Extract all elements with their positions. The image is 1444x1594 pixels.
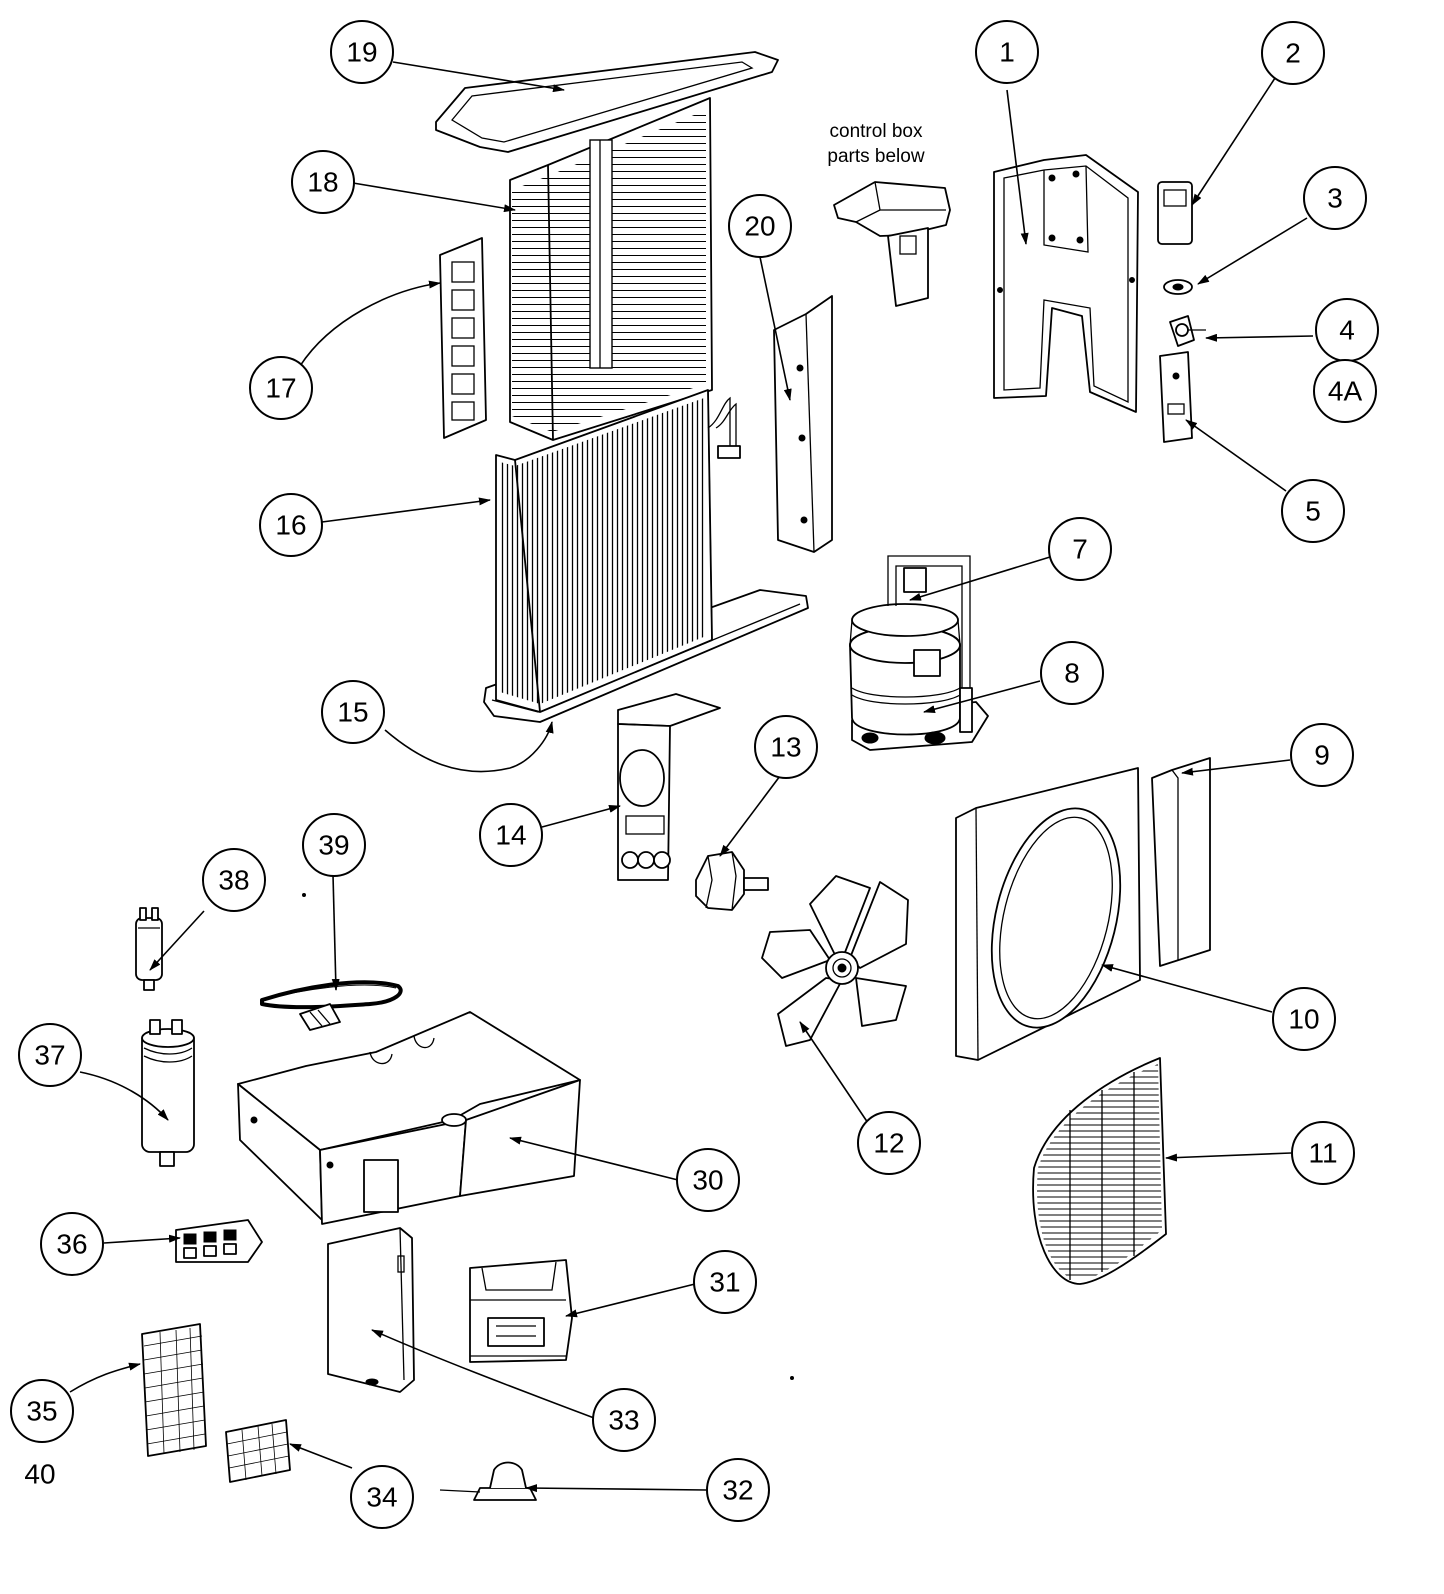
compressor-part [849, 555, 989, 751]
callout-9: 9 [1290, 723, 1354, 787]
callout-15: 15 [321, 680, 385, 744]
svg-text:16: 16 [275, 510, 306, 541]
callout-34: 34 [350, 1465, 414, 1529]
callout-11: 11 [1291, 1121, 1355, 1185]
mounting-bracket-part [327, 1227, 415, 1393]
callout-35: 35 [10, 1379, 74, 1443]
svg-text:2: 2 [1285, 38, 1301, 69]
svg-text:30: 30 [692, 1165, 723, 1196]
callout-36: 36 [40, 1212, 104, 1276]
callout-4a: 4A [1313, 359, 1377, 423]
control-tray-part [237, 1011, 581, 1225]
svg-text:10: 10 [1288, 1004, 1319, 1035]
callout-5: 5 [1281, 479, 1345, 543]
svg-text:38: 38 [218, 865, 249, 896]
svg-text:35: 35 [26, 1396, 57, 1427]
callout-37: 37 [18, 1023, 82, 1087]
callout-3: 3 [1303, 166, 1367, 230]
large-capacitor-part [141, 1019, 195, 1167]
terminal-strip-part [141, 1323, 207, 1457]
svg-text:9: 9 [1314, 740, 1330, 771]
svg-text:5: 5 [1305, 496, 1321, 527]
svg-text:37: 37 [34, 1040, 65, 1071]
side-plate-part [1151, 757, 1211, 967]
callout-16: 16 [259, 493, 323, 557]
gasket-part [1163, 279, 1193, 295]
callout-8: 8 [1040, 641, 1104, 705]
callout-4: 4 [1315, 298, 1379, 362]
svg-text:34: 34 [366, 1482, 397, 1513]
terminal-block-part [175, 1219, 263, 1263]
callout-12: 12 [857, 1111, 921, 1175]
svg-text:14: 14 [495, 820, 526, 851]
wire-harness-part [260, 980, 403, 1031]
svg-text:33: 33 [608, 1405, 639, 1436]
callout-14: 14 [479, 803, 543, 867]
svg-text:20: 20 [744, 211, 775, 242]
svg-text:32: 32 [722, 1475, 753, 1506]
note-line-1: control box [830, 121, 923, 142]
svg-text:11: 11 [1308, 1138, 1337, 1169]
switch-part [1157, 181, 1193, 245]
speck-mark [790, 1376, 794, 1380]
condenser-coil-part [483, 389, 809, 723]
note-line-2: parts below [827, 146, 924, 167]
label-40: 40 [24, 1459, 55, 1490]
svg-text:19: 19 [346, 37, 377, 68]
callout-30: 30 [676, 1148, 740, 1212]
callout-1: 1 [975, 20, 1039, 84]
svg-text:3: 3 [1327, 183, 1343, 214]
callout-13: 13 [754, 715, 818, 779]
svg-text:15: 15 [337, 697, 368, 728]
thermostat-sensor-part [439, 1461, 537, 1501]
callout-20: 20 [728, 194, 792, 258]
corner-post-part [773, 295, 833, 553]
svg-text:17: 17 [265, 373, 296, 404]
top-cover-part [435, 51, 779, 153]
svg-text:7: 7 [1072, 534, 1088, 565]
svg-text:4: 4 [1339, 315, 1355, 346]
louvered-panel-part [509, 97, 713, 441]
svg-text:4A: 4A [1328, 376, 1363, 407]
callout-18: 18 [291, 150, 355, 214]
callout-19: 19 [330, 20, 394, 84]
svg-text:31: 31 [709, 1267, 740, 1298]
leader-lines [69, 61, 1314, 1493]
svg-text:1: 1 [999, 37, 1015, 68]
fan-motor-part [695, 851, 769, 911]
svg-text:8: 8 [1064, 658, 1080, 689]
motor-mount-part [617, 693, 721, 881]
side-panel-part [993, 154, 1139, 413]
callout-10: 10 [1272, 987, 1336, 1051]
callout-31: 31 [693, 1250, 757, 1314]
svg-text:39: 39 [318, 830, 349, 861]
cover-plate-part [1159, 351, 1193, 443]
contactor-part [469, 1259, 573, 1363]
svg-text:13: 13 [770, 732, 801, 763]
svg-text:36: 36 [56, 1229, 87, 1260]
connector-part [1169, 315, 1206, 347]
callout-33: 33 [592, 1388, 656, 1452]
callout-39: 39 [302, 813, 366, 877]
side-grille-part [439, 237, 487, 439]
svg-text:18: 18 [307, 167, 338, 198]
callout-2: 2 [1261, 21, 1325, 85]
svg-text:12: 12 [873, 1128, 904, 1159]
callout-38: 38 [202, 848, 266, 912]
control-box-part [833, 181, 951, 307]
callout-7: 7 [1048, 517, 1112, 581]
callout-17: 17 [249, 356, 313, 420]
callout-32: 32 [706, 1458, 770, 1522]
fan-grille-part [1032, 1057, 1167, 1285]
small-terminal-strip-part [225, 1419, 291, 1483]
speck-mark [302, 893, 306, 897]
fan-blade-part [761, 875, 909, 1047]
small-capacitor-part [135, 907, 163, 991]
front-panel-part [955, 767, 1141, 1061]
